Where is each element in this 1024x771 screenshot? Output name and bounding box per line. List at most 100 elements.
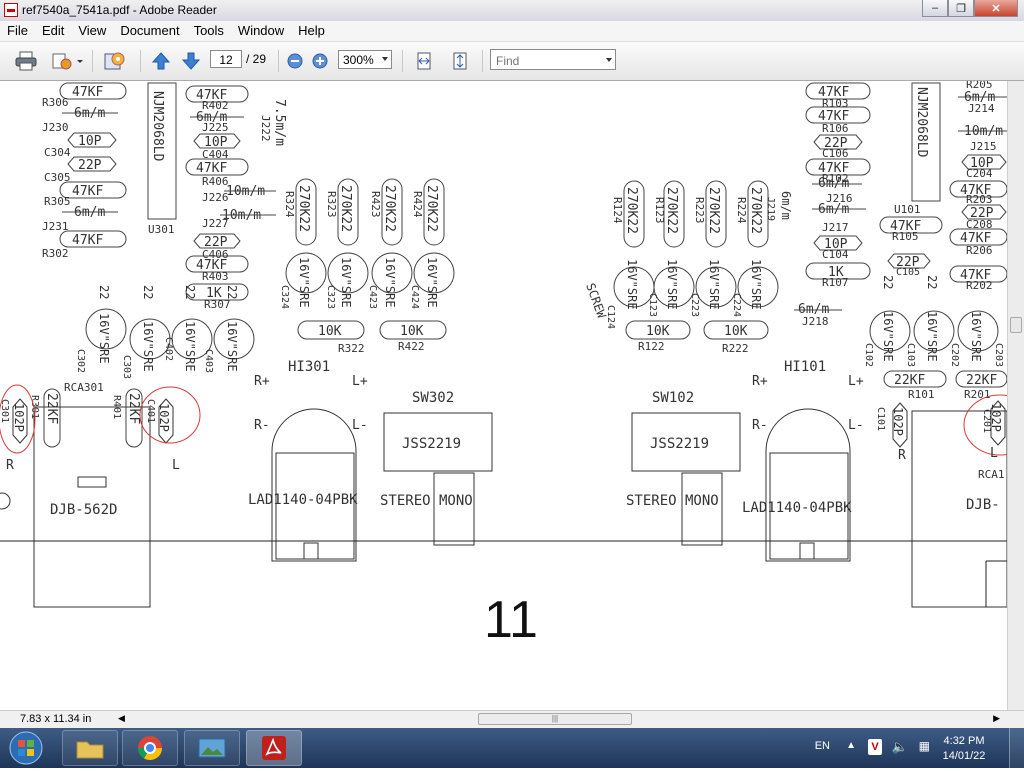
label: 22P xyxy=(824,136,848,151)
chevron-down-icon[interactable] xyxy=(606,58,612,62)
clock[interactable]: 4:32 PM 14/01/22 xyxy=(934,734,994,764)
restore-button[interactable]: ❐ xyxy=(948,0,974,17)
resistor-value: 22KF xyxy=(126,393,141,424)
next-page-button[interactable] xyxy=(180,50,202,72)
print-button[interactable] xyxy=(12,50,40,72)
u301-label: NJM2068LD xyxy=(150,91,165,162)
sw302-label: SW302 xyxy=(412,390,454,406)
menu-tools[interactable]: Tools xyxy=(193,23,224,38)
volume-icon[interactable]: 🔈 xyxy=(891,739,908,754)
lad-label: LAD1140-04PBK xyxy=(742,500,852,516)
cap-ref: C203 xyxy=(993,343,1004,367)
label: C204 xyxy=(966,167,993,180)
cap-value: 22 xyxy=(925,275,939,289)
menu-edit[interactable]: Edit xyxy=(41,23,65,38)
cap-ref: C403 xyxy=(203,349,214,373)
minimize-button[interactable]: – xyxy=(922,0,948,17)
scroll-right-icon[interactable]: ▶ xyxy=(993,713,1000,723)
find-field[interactable] xyxy=(490,49,616,70)
stereo-mono-label: STEREO MONO xyxy=(626,493,719,509)
fit-width-button[interactable] xyxy=(412,50,436,72)
collaborate-button[interactable] xyxy=(48,50,86,72)
cap-label: 16V"SRE xyxy=(925,311,939,362)
menu-document[interactable]: Document xyxy=(120,23,180,38)
clock-time: 4:32 PM xyxy=(943,735,985,747)
cap-value: 102P xyxy=(891,407,905,436)
resistor-ref: R122 xyxy=(638,340,665,353)
adobe-reader-icon xyxy=(4,3,18,17)
menu-bar: File Edit View Document Tools Window Hel… xyxy=(0,21,1024,42)
status-bar: 7.83 x 11.34 in ◀ ||| ▶ xyxy=(0,710,1024,728)
horizontal-scrollbar[interactable]: ◀ ||| ▶ xyxy=(118,713,1000,725)
page-settings-icon xyxy=(104,52,125,70)
cap-value: 22 xyxy=(183,285,197,299)
zoom-select[interactable]: 300% xyxy=(338,50,392,69)
taskbar-photos[interactable] xyxy=(184,730,240,766)
cap-ref: C201 xyxy=(981,409,992,433)
label: C208 xyxy=(966,218,993,231)
pin-label: L+ xyxy=(352,374,368,389)
j219-ref: J219 xyxy=(765,197,776,221)
taskbar-adobe-reader[interactable] xyxy=(246,730,302,766)
antivirus-icon[interactable]: V xyxy=(868,739,882,755)
rca-label: RCA301 xyxy=(64,381,104,394)
language-indicator[interactable]: EN xyxy=(814,740,830,752)
label: R307 xyxy=(204,298,231,311)
taskbar-explorer[interactable] xyxy=(62,730,118,766)
cap-value: 102P xyxy=(12,403,26,432)
horizontal-scroll-thumb[interactable]: ||| xyxy=(478,713,632,725)
jss-label: JSS2219 xyxy=(402,436,461,452)
resistor-value: 10K xyxy=(646,324,670,339)
menu-window[interactable]: Window xyxy=(237,23,285,38)
find-input[interactable] xyxy=(494,51,606,70)
fit-page-button[interactable] xyxy=(448,50,472,72)
network-icon[interactable]: ▦ xyxy=(918,739,930,753)
cap-label: 16V"SRE xyxy=(625,259,639,310)
start-button[interactable] xyxy=(4,730,48,766)
taskbar-chrome[interactable] xyxy=(122,730,178,766)
page-size: 7.83 x 11.34 in xyxy=(20,713,92,725)
resistor-value: 10K xyxy=(400,324,424,339)
channel-label: L xyxy=(172,458,180,473)
label: 47KF xyxy=(196,161,227,176)
vertical-scrollbar[interactable] xyxy=(1007,81,1024,710)
menu-help[interactable]: Help xyxy=(298,23,325,38)
fit-width-icon xyxy=(417,52,431,70)
cap-value: 22 xyxy=(97,285,111,299)
document-view[interactable]: 47KF R306 6m/m J230 10P C304 22P C305 47… xyxy=(0,81,1007,710)
menu-file[interactable]: File xyxy=(7,23,28,38)
resistor-ref: R401 xyxy=(111,395,122,419)
resistor-value: 22KF xyxy=(894,373,925,388)
channel-label: L xyxy=(990,446,998,461)
cap-ref: C123 xyxy=(647,293,658,317)
label: J216 xyxy=(826,192,853,205)
menu-view[interactable]: View xyxy=(78,23,107,38)
pages-panel-button[interactable] xyxy=(100,50,130,72)
cap-label: 16V"SRE xyxy=(141,321,155,372)
label: R203 xyxy=(966,193,993,206)
share-icon xyxy=(52,53,83,70)
show-hidden-icons-icon[interactable]: ▲ xyxy=(846,740,856,751)
cap-label: 16V"SRE xyxy=(297,257,311,308)
label: 47KF xyxy=(72,184,103,199)
zoom-in-button[interactable] xyxy=(311,50,329,72)
label: C104 xyxy=(822,248,849,261)
label: 47KF xyxy=(72,85,103,100)
cap-ref: C424 xyxy=(409,285,420,309)
previous-page-button[interactable] xyxy=(150,50,172,72)
show-desktop-button[interactable] xyxy=(1009,728,1024,768)
label: C105 xyxy=(896,267,920,278)
close-button[interactable]: ✕ xyxy=(974,0,1018,17)
chevron-down-icon xyxy=(382,57,388,61)
vertical-scroll-thumb[interactable] xyxy=(1010,317,1022,333)
annotation-circle xyxy=(963,394,1007,456)
resistor-value: 10K xyxy=(724,324,748,339)
label: 47KF xyxy=(196,258,227,273)
page-number-input[interactable]: 12 xyxy=(210,50,242,68)
zoom-out-button[interactable] xyxy=(286,50,304,72)
resistor-value: 270K22 xyxy=(338,185,353,232)
resistor-ref: R223 xyxy=(693,197,706,224)
label: 1K xyxy=(206,286,222,301)
label: J230 xyxy=(42,121,69,134)
scroll-left-icon[interactable]: ◀ xyxy=(118,713,125,723)
